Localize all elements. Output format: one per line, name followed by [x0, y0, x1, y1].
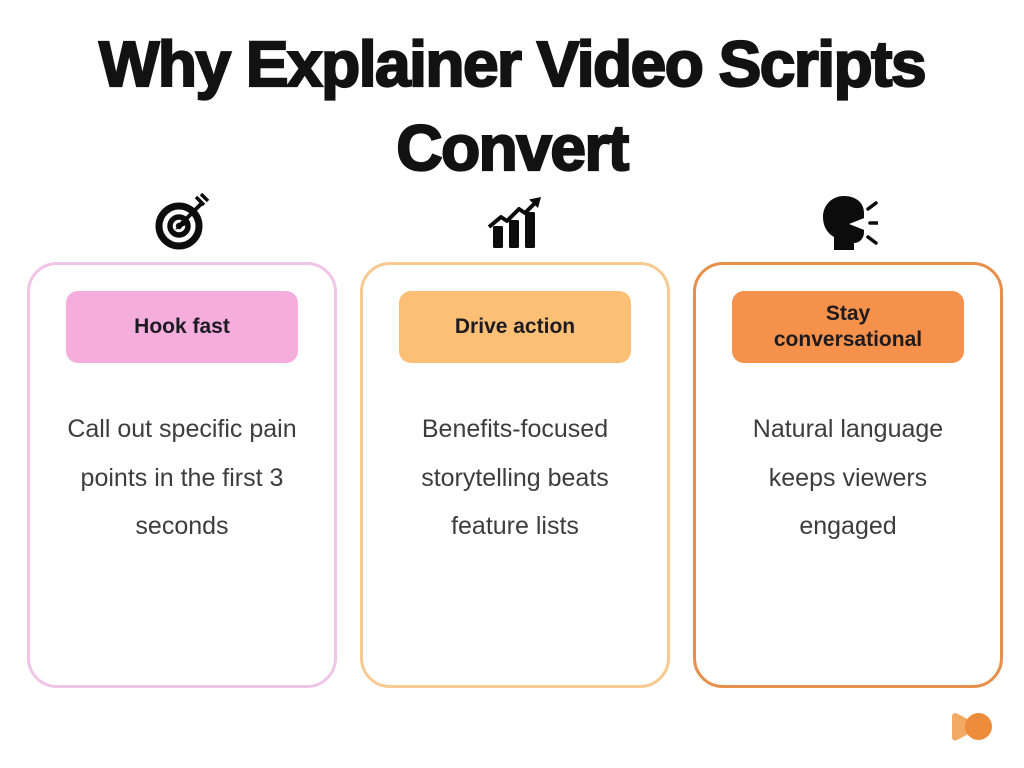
icon-row — [27, 192, 1024, 258]
icon-cell-3 — [693, 194, 1003, 256]
target-arrow-icon — [152, 192, 212, 258]
badge-hook-fast: Hook fast — [66, 291, 298, 363]
badge-drive-action: Drive action — [399, 291, 631, 363]
play-logo-circle — [965, 713, 992, 740]
growth-chart-icon — [485, 193, 545, 258]
play-logo — [949, 710, 993, 742]
icon-cell-1 — [27, 192, 337, 258]
play-logo-triangle — [952, 713, 978, 741]
icon-cell-2 — [360, 194, 670, 256]
speaking-head-icon — [818, 193, 881, 258]
